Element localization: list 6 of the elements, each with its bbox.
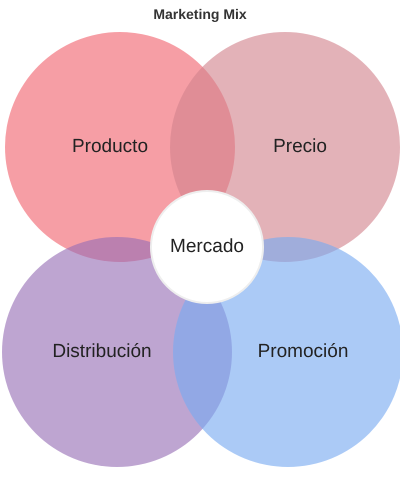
- circle-label: Producto: [72, 136, 148, 158]
- circle-label: Mercado: [170, 236, 244, 258]
- circle-label: Promoción: [258, 341, 348, 363]
- diagram-title: Marketing Mix: [153, 6, 247, 22]
- circle-label: Distribución: [52, 341, 152, 363]
- circle-label: Precio: [273, 136, 327, 158]
